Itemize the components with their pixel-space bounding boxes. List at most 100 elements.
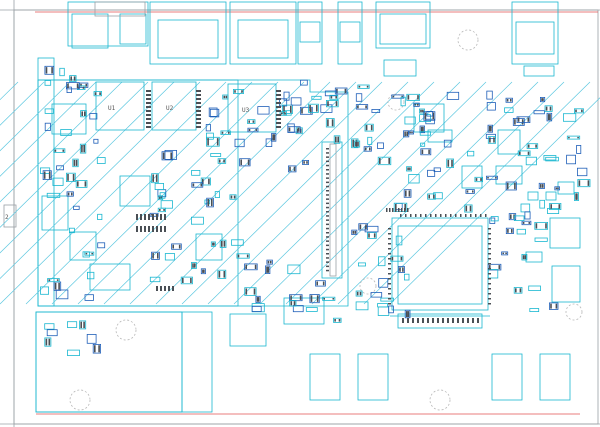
smd-pad xyxy=(192,183,195,187)
bottom-connectors xyxy=(229,297,571,401)
smd-pad xyxy=(578,180,581,186)
smd-pad xyxy=(472,190,474,193)
smd-pad xyxy=(81,111,83,116)
smd-pad xyxy=(178,244,181,249)
smd-pad xyxy=(547,114,550,121)
smd-part xyxy=(299,106,313,115)
ic-pad xyxy=(398,208,400,212)
smd-pad xyxy=(45,67,48,74)
smd-pad xyxy=(505,252,507,255)
ic-pad xyxy=(442,318,444,323)
smd-part xyxy=(180,276,193,285)
ic-pad xyxy=(395,208,397,212)
ic-pad xyxy=(488,258,491,260)
ic-pad xyxy=(276,98,281,100)
ic-pad xyxy=(160,214,162,220)
smd-pad xyxy=(266,266,268,273)
smd-part xyxy=(222,94,229,100)
ic-pad xyxy=(407,208,409,212)
ic-pad xyxy=(415,214,417,217)
ic-pad xyxy=(388,268,391,270)
ic-pad xyxy=(146,98,151,100)
smd-pad xyxy=(344,88,347,94)
smd-part xyxy=(247,119,256,124)
smd-part xyxy=(419,125,425,134)
smd-pad xyxy=(417,95,419,100)
smd-part xyxy=(329,94,339,100)
ic-pad xyxy=(488,303,491,305)
smd-pad xyxy=(364,147,367,151)
hatch-line xyxy=(311,81,539,305)
smd-pad xyxy=(248,129,251,131)
smd-pad xyxy=(527,151,530,155)
smd-part xyxy=(55,289,69,300)
smd-pad xyxy=(200,183,203,187)
smd-part xyxy=(281,104,293,114)
smd-pad xyxy=(558,204,561,209)
ic-pad xyxy=(326,164,329,167)
ic-pad xyxy=(388,258,391,260)
hatch-line xyxy=(77,81,305,305)
ic-pad xyxy=(488,298,491,300)
smd-pad xyxy=(527,144,530,148)
smd-pad xyxy=(379,158,381,164)
ic-pad xyxy=(160,226,162,232)
smd-part xyxy=(219,239,227,248)
smd-pad xyxy=(335,101,338,106)
smd-pad xyxy=(223,159,225,163)
smd-part xyxy=(159,192,166,199)
smd-pad xyxy=(465,205,468,212)
smd-pad xyxy=(391,256,394,261)
smd-components xyxy=(40,65,591,357)
ic-pad xyxy=(144,214,146,220)
slot-connector xyxy=(321,141,343,279)
ic-pad xyxy=(388,283,391,285)
smd-pad xyxy=(581,109,583,113)
smd-pad xyxy=(212,242,214,246)
smd-part xyxy=(217,158,227,164)
ic-pad xyxy=(146,114,151,116)
smd-pad xyxy=(557,187,559,190)
smd-pad xyxy=(293,166,296,172)
ic-pad xyxy=(196,118,201,120)
smd-pad xyxy=(254,264,257,269)
smd-pad xyxy=(469,205,472,212)
smd-pad xyxy=(540,184,542,188)
smd-part xyxy=(516,228,526,235)
smd-pad xyxy=(549,106,552,111)
smd-pad xyxy=(323,298,325,300)
hatch-line xyxy=(181,81,409,305)
smd-pad xyxy=(428,149,430,154)
ic-pad xyxy=(326,173,329,175)
ic-pad xyxy=(326,211,329,213)
smd-part xyxy=(220,130,231,135)
smd-pad xyxy=(152,174,154,182)
smd-pad xyxy=(524,255,527,260)
smd-part xyxy=(544,105,553,112)
smd-part xyxy=(517,150,531,157)
smd-pad xyxy=(301,108,303,114)
ic-pad xyxy=(326,269,329,272)
smd-part xyxy=(520,203,531,213)
ic-pad xyxy=(148,226,150,232)
smd-pad xyxy=(352,139,354,147)
smd-part xyxy=(239,158,251,167)
ic-pad xyxy=(326,206,329,209)
ic-pad xyxy=(140,226,142,232)
smd-part xyxy=(79,143,87,154)
smd-pad xyxy=(290,295,292,300)
smd-pad xyxy=(73,159,76,166)
smd-pad xyxy=(407,167,409,171)
ic-pad xyxy=(146,126,151,128)
smd-pad xyxy=(157,253,159,259)
ic-pad xyxy=(276,106,281,108)
smd-pad xyxy=(370,125,373,131)
ic-pad xyxy=(146,102,151,104)
hatch-line xyxy=(363,81,591,305)
smd-pad xyxy=(357,141,359,147)
smd-part xyxy=(79,320,87,330)
smd-part xyxy=(89,113,98,120)
smd-part xyxy=(164,149,178,160)
